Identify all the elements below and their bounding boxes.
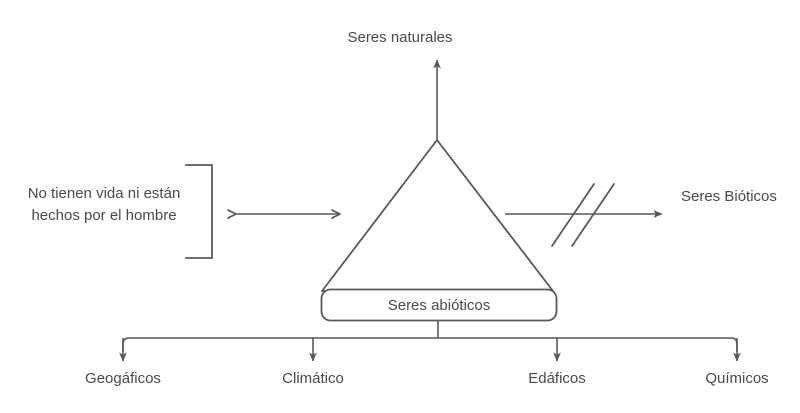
seres-bioticos-label: Seres Bióticos — [681, 188, 777, 205]
branch-label-quimicos: Químicos — [705, 370, 769, 387]
left-note-label: No tienen vida ni están hechos por el ho… — [27, 185, 181, 224]
top-divider-label: Seres naturales — [0, 26, 800, 51]
branch-label-climatico: Climático — [282, 370, 344, 387]
branch-label-edaficos: Edáficos — [528, 370, 586, 387]
triangle-shape — [321, 139, 554, 292]
right-bracket — [185, 164, 213, 259]
branch-label-geograficos: Geogáficos — [85, 370, 161, 387]
block-slash-2-icon — [571, 183, 615, 247]
central-node-box[interactable] — [320, 288, 558, 322]
branch-bus — [122, 337, 738, 352]
central-node-label: Seres abióticos — [387, 297, 491, 314]
block-slash-1-icon — [551, 183, 595, 247]
